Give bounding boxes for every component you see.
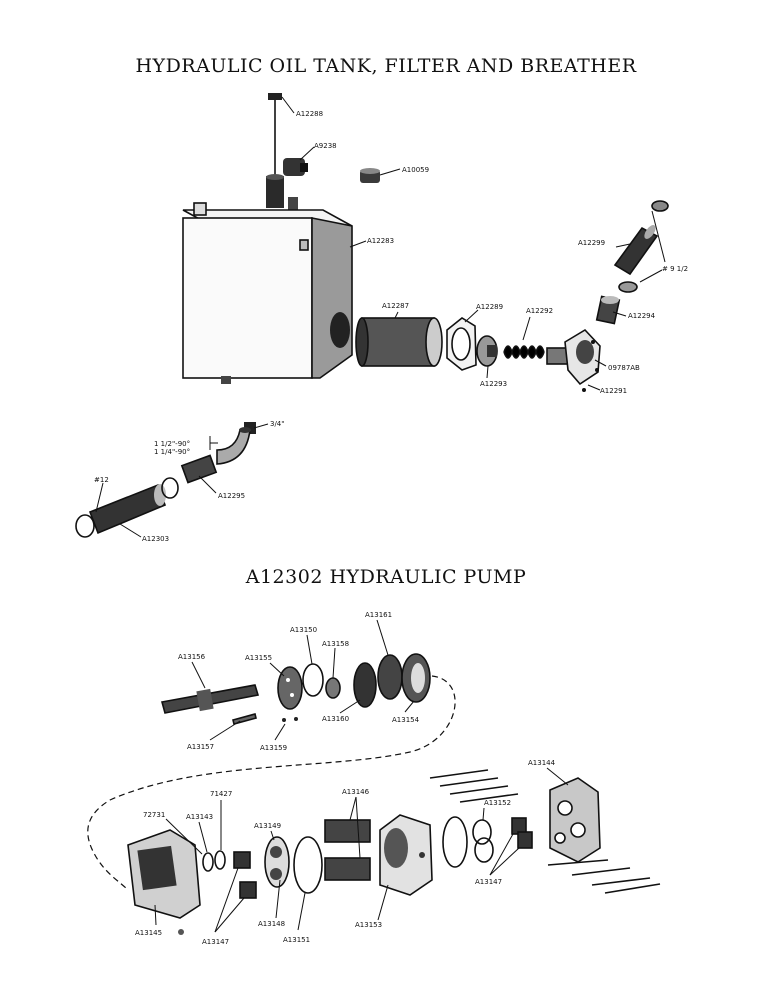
label-a12299: A12299 — [578, 239, 605, 247]
label-a13146: A13146 — [342, 788, 370, 796]
label-a13159: A13159 — [260, 744, 287, 752]
label-hose-clamp-size: # 9 1/2 — [662, 265, 688, 273]
tank-stub-part — [288, 197, 298, 211]
bushings-left-part — [233, 851, 257, 899]
label-a13157: A13157 — [187, 743, 214, 751]
label-a13144: A13144 — [528, 759, 556, 767]
breather-cap-part — [283, 158, 308, 176]
pump-section-title: A12302 HYDRAULIC PUMP — [245, 566, 527, 588]
label-a12294: A12294 — [628, 312, 656, 320]
assembly-path-line — [87, 675, 456, 891]
suction-clamp-part — [75, 477, 179, 538]
label-a13151: A13151 — [283, 936, 310, 944]
label-71427: 71427 — [210, 790, 232, 798]
pump-shaft-part — [160, 684, 260, 714]
breather-filter-part — [360, 168, 380, 183]
label-a9238: A9238 — [314, 142, 337, 150]
label-a13143: A13143 — [186, 813, 213, 821]
filler-neck-part — [266, 174, 284, 208]
label-a13150: A13150 — [290, 626, 317, 634]
label-a12287: A12287 — [382, 302, 409, 310]
label-a13147-right: A13147 — [475, 878, 502, 886]
pipe-nipple-part — [595, 295, 621, 325]
pump-body-part — [379, 814, 433, 896]
dowel-pins-part — [282, 717, 298, 722]
bearing-part — [377, 654, 403, 700]
label-a12295: A12295 — [218, 492, 245, 500]
cover-plate-part — [476, 335, 498, 367]
oil-tank-part — [182, 202, 353, 384]
label-a10059: A10059 — [402, 166, 429, 174]
label-a12293: A12293 — [480, 380, 507, 388]
hose-clamp-part — [618, 200, 669, 293]
label-a13152: A13152 — [484, 799, 511, 807]
label-a13156: A13156 — [178, 653, 206, 661]
breather-hose-part — [613, 225, 659, 276]
shaft-key-part — [232, 713, 257, 725]
bushings-right-part — [511, 817, 533, 849]
label-09787ab: 09787AB — [608, 364, 640, 372]
oil-seal-part — [401, 653, 431, 703]
suction-hose-part — [88, 483, 167, 535]
drive-gear-part — [353, 662, 377, 708]
reducer-nipple-part — [180, 454, 218, 484]
label-a12283: A12283 — [367, 237, 394, 245]
street-elbow-part — [216, 427, 251, 465]
label-elbow-1-1-4: 1 1/4"-90° — [154, 448, 190, 456]
tank-section-title: HYDRAULIC OIL TANK, FILTER AND BREATHER — [135, 55, 637, 77]
body-gasket-part — [442, 816, 468, 868]
label-a13147-left: A13147 — [202, 938, 229, 946]
seal-rings-part — [472, 819, 494, 863]
cover-bolts-top-part — [429, 769, 519, 803]
snap-ring-part — [202, 852, 214, 872]
label-a13149: A13149 — [254, 822, 281, 830]
label-a13158: A13158 — [322, 640, 349, 648]
thrust-plate-part — [277, 666, 303, 710]
spring-part — [503, 345, 545, 359]
dipstick-part — [268, 93, 282, 178]
label-a12291: A12291 — [600, 387, 627, 395]
cover-bolts-bottom-part — [547, 859, 661, 894]
front-housing-part — [127, 829, 201, 935]
label-a13153: A13153 — [355, 921, 382, 929]
label-elbow-1-1-2: 1 1/2"-90° — [154, 440, 190, 448]
washer-part — [325, 677, 341, 699]
outlet-fitting-part — [546, 328, 601, 392]
label-a12292: A12292 — [526, 307, 553, 315]
label-a13160: A13160 — [322, 715, 349, 723]
label-clamp-12: #12 — [94, 476, 109, 484]
label-72731: 72731 — [143, 811, 165, 819]
gasket-part — [446, 317, 477, 371]
o-ring-part — [302, 663, 324, 697]
suction-strainer-part — [355, 317, 443, 367]
label-a13145: A13145 — [135, 929, 162, 937]
label-a12303: A12303 — [142, 535, 169, 543]
thin-gasket-part — [293, 836, 323, 894]
pump-gears-part — [324, 819, 371, 881]
label-pipe-plug-size: 3/4" — [270, 420, 285, 428]
label-a12289: A12289 — [476, 303, 503, 311]
end-cover-part — [549, 777, 601, 863]
label-a13161: A13161 — [365, 611, 392, 619]
retaining-ring-part — [214, 850, 226, 870]
label-a13148: A13148 — [258, 920, 285, 928]
label-a12288: A12288 — [296, 110, 323, 118]
wear-plate-part — [264, 836, 290, 888]
label-a13155: A13155 — [245, 654, 272, 662]
label-a13154: A13154 — [392, 716, 420, 724]
